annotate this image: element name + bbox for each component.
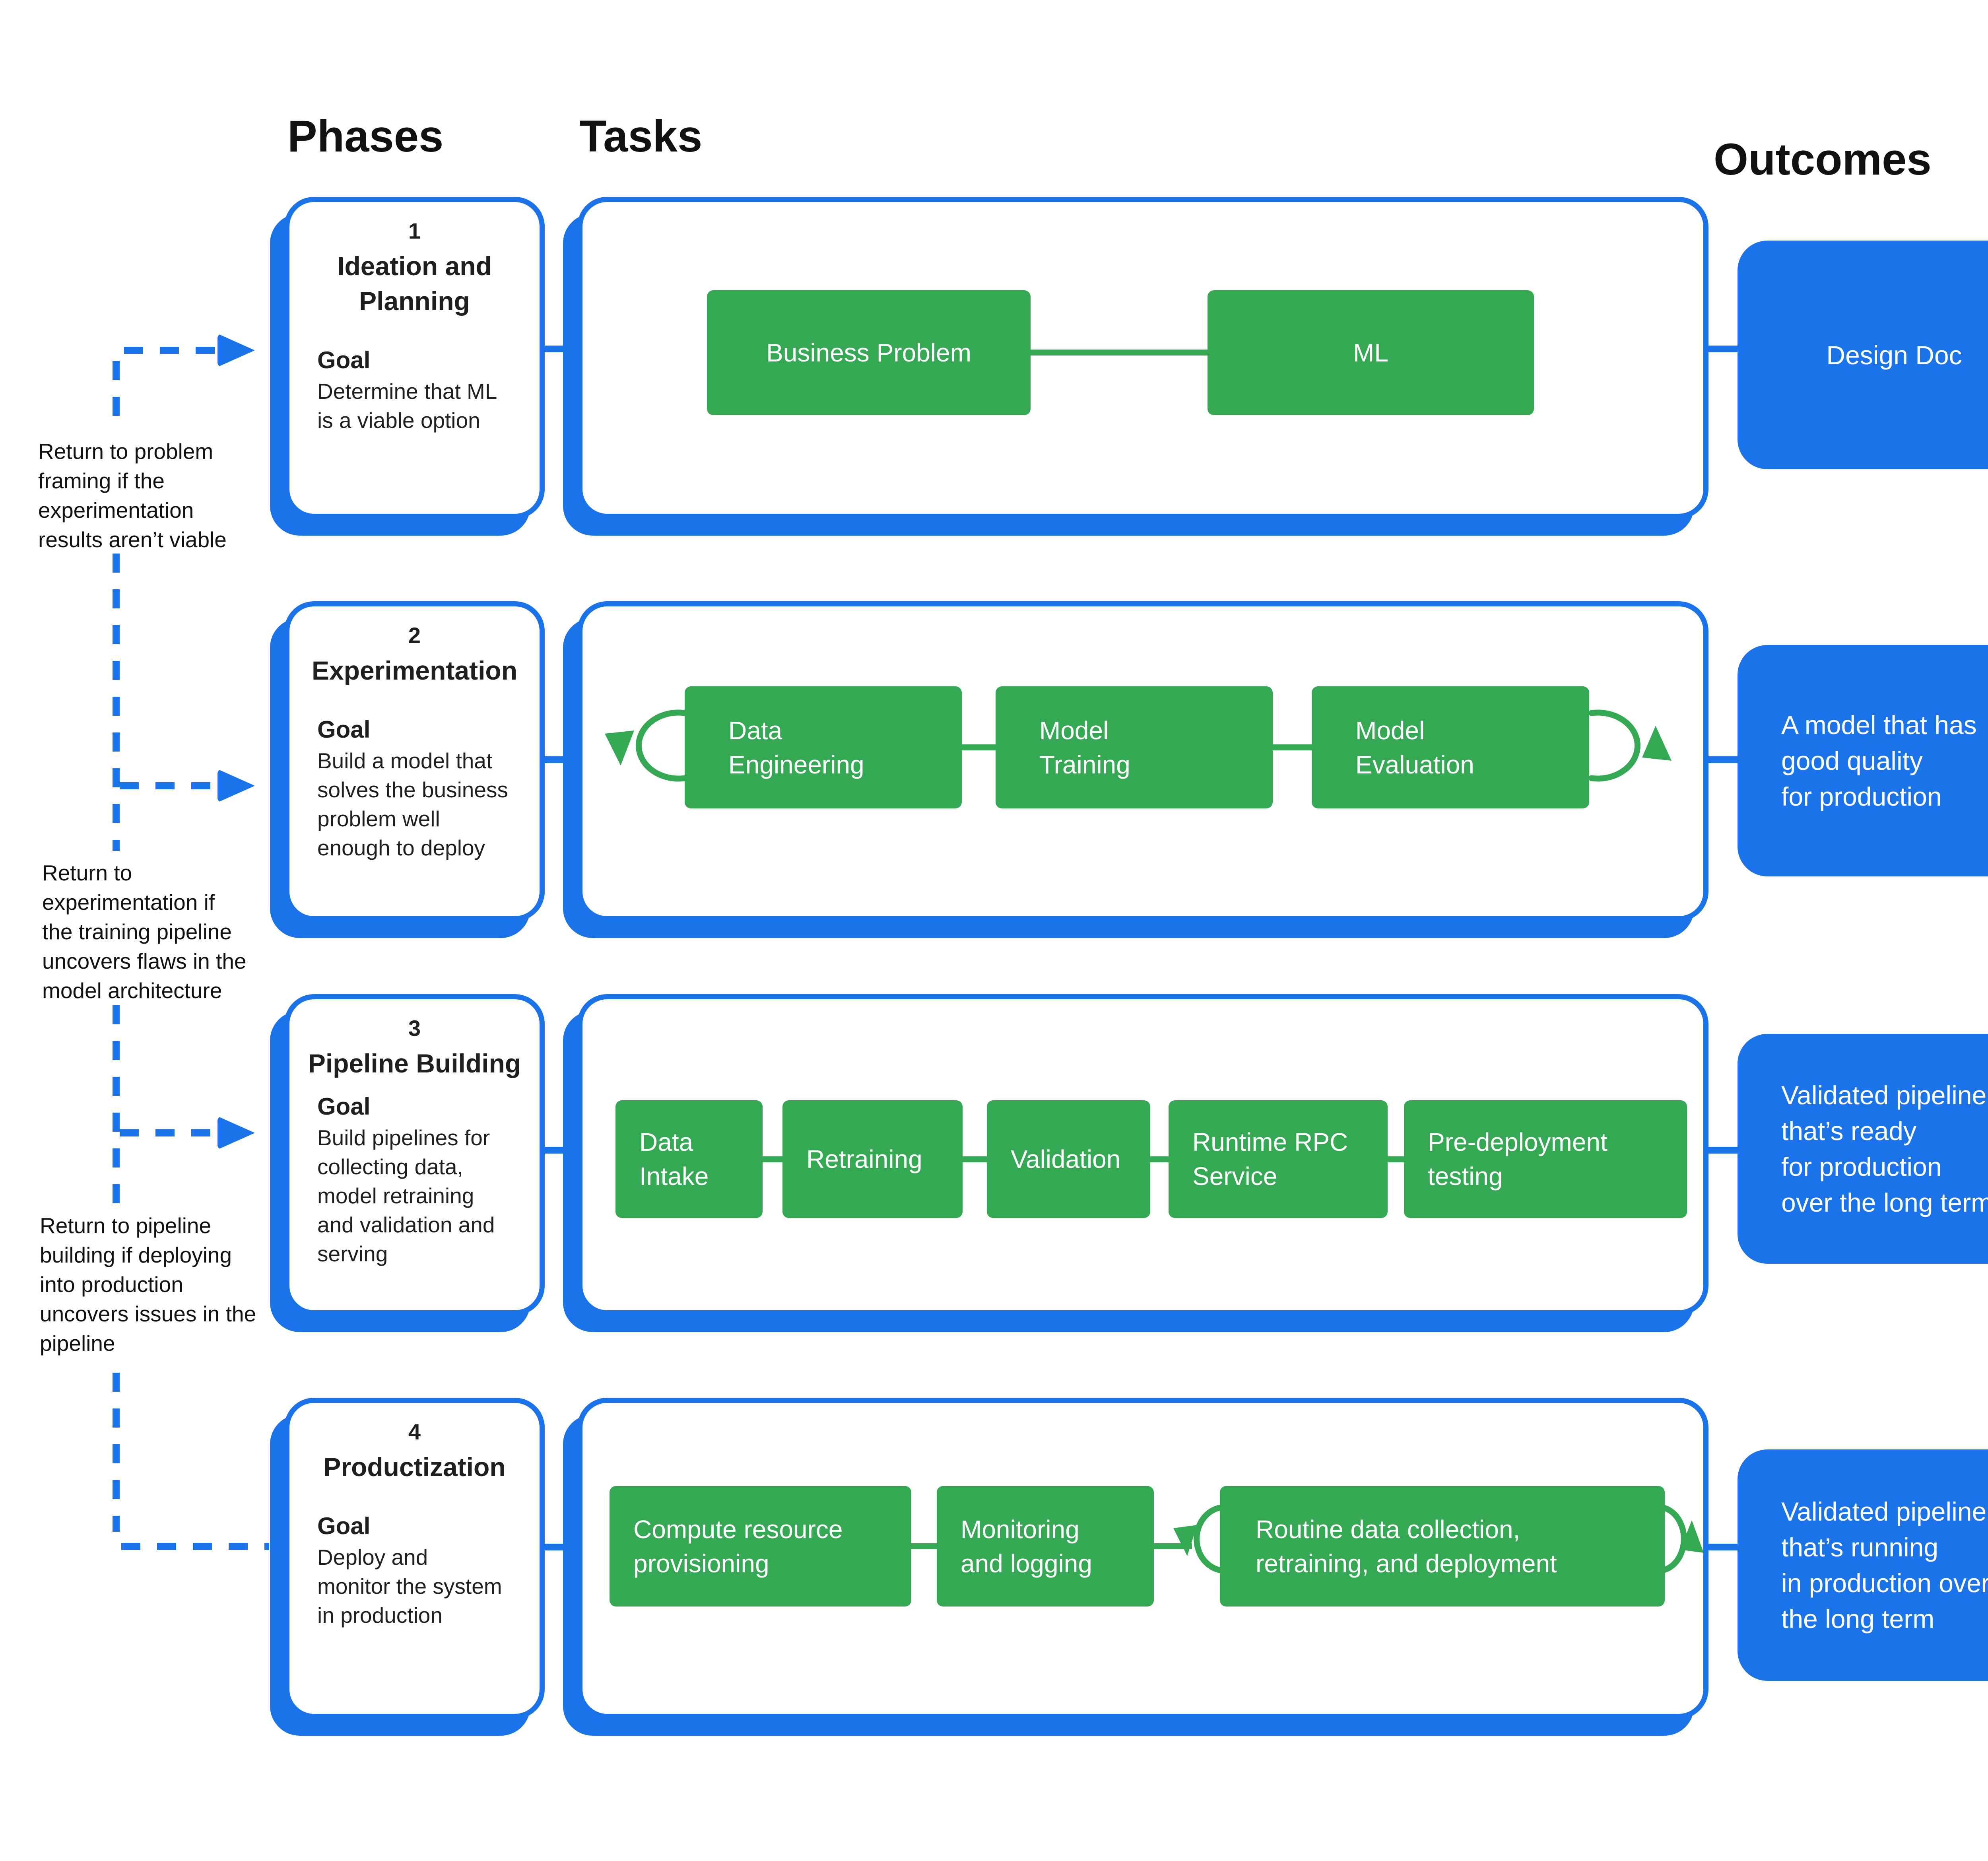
outcome-design-doc: Design Doc <box>1738 241 1988 469</box>
note-return-to-pipeline-building: Return to pipeline building if deploying… <box>40 1213 256 1356</box>
phase-number: 2 <box>408 623 421 648</box>
return-path-segment <box>113 1373 120 1532</box>
task-label: Compute resource provisioning <box>633 1515 843 1578</box>
loop-arrow-left-icon <box>1173 1504 1233 1574</box>
goal-text: Determine that ML is a viable option <box>317 379 497 433</box>
task-routine-data-collection: Routine data collection, retraining, and… <box>1220 1486 1665 1607</box>
tasks-container-1: Business Problem ML <box>577 197 1708 519</box>
tasks-outcome-connector <box>1706 1544 1740 1550</box>
task-label: ML <box>1353 338 1388 367</box>
return-path-segment <box>121 1543 269 1550</box>
task-label: Data Intake <box>639 1128 709 1191</box>
phase-title: Productization <box>323 1452 506 1482</box>
note-return-to-problem-framing: Return to problem framing if the experim… <box>38 439 227 552</box>
task-label: Runtime RPC Service <box>1192 1128 1348 1191</box>
task-connector <box>910 1543 938 1549</box>
outcomes-header: Outcomes <box>1714 134 1932 184</box>
phase-card-experimentation: 2 Experimentation Goal Build a model tha… <box>284 601 545 921</box>
task-predeployment-testing: Pre-deployment testing <box>1404 1100 1687 1218</box>
task-label: Validation <box>1011 1145 1121 1173</box>
task-retraining: Retraining <box>782 1100 963 1218</box>
tasks-container-3: Data Intake Retraining Validation Runtim… <box>577 994 1708 1315</box>
outcome-label: Design Doc <box>1826 340 1962 370</box>
return-path-segment <box>113 361 120 433</box>
note-return-to-experimentation: Return to experimentation if the trainin… <box>42 861 247 1003</box>
task-connector <box>960 744 997 750</box>
task-monitoring-and-logging: Monitoring and logging <box>937 1486 1154 1607</box>
goal-text: Build pipelines for collecting data, mod… <box>317 1125 495 1266</box>
return-arrow-to-experimentation-icon <box>217 769 255 802</box>
return-path-segment <box>120 1129 217 1136</box>
phase-card-ideation: 1 Ideation and Planning Goal Determine t… <box>284 197 545 519</box>
phase-title: Ideation and Planning <box>337 251 492 316</box>
outcome-label: Validated pipeline that’s running in pro… <box>1781 1497 1988 1634</box>
task-business-problem: Business Problem <box>707 290 1031 415</box>
phase-title: Pipeline Building <box>308 1049 521 1078</box>
outcome-validated-pipeline-ready: Validated pipeline that’s ready for prod… <box>1738 1034 1988 1264</box>
task-connector <box>1149 1156 1170 1162</box>
return-arrow-to-ideation-icon <box>217 334 255 367</box>
phase-tasks-connector <box>544 756 580 763</box>
outcome-label: Validated pipeline that’s ready for prod… <box>1781 1080 1988 1217</box>
task-ml: ML <box>1208 290 1534 415</box>
tasks-container-4: Compute resource provisioning Monitoring… <box>577 1398 1708 1719</box>
tasks-header: Tasks <box>579 111 703 161</box>
phase-number: 4 <box>408 1419 421 1444</box>
loop-arrow-right-icon <box>1588 709 1672 782</box>
task-label: Data Engineering <box>728 716 864 779</box>
task-label: Retraining <box>806 1145 922 1173</box>
task-label: Monitoring and logging <box>961 1515 1092 1578</box>
phase-title: Experimentation <box>311 656 518 685</box>
task-connector <box>1386 1156 1406 1162</box>
tasks-outcome-connector <box>1706 756 1740 763</box>
goal-label: Goal <box>317 1093 371 1120</box>
loop-arrow-left-icon <box>605 709 688 782</box>
phase-tasks-connector <box>544 1544 580 1550</box>
task-connector <box>1028 350 1211 355</box>
phase-card-productization: 4 Productization Goal Deploy and monitor… <box>284 1398 545 1719</box>
task-model-evaluation: Model Evaluation <box>1312 686 1589 808</box>
phase-number: 3 <box>408 1016 421 1041</box>
task-label: Pre-deployment testing <box>1428 1128 1607 1191</box>
goal-text: Deploy and monitor the system in product… <box>317 1545 502 1628</box>
loop-arrow-right-icon <box>1651 1504 1704 1574</box>
phase-number: 1 <box>408 218 421 243</box>
goal-label: Goal <box>317 1513 371 1539</box>
task-validation: Validation <box>987 1100 1150 1218</box>
goal-text: Build a model that solves the business p… <box>317 748 508 860</box>
tasks-container-2: Data Engineering Model Training Model Ev… <box>577 601 1708 921</box>
phases-header: Phases <box>287 111 444 161</box>
phase-card-pipeline-building: 3 Pipeline Building Goal Build pipelines… <box>284 994 545 1315</box>
task-label: Model Evaluation <box>1355 716 1474 779</box>
return-path-segment <box>120 782 217 789</box>
return-path-segment <box>124 347 217 354</box>
return-path-segment <box>113 1005 120 1205</box>
goal-label: Goal <box>317 716 371 743</box>
task-label: Routine data collection, retraining, and… <box>1256 1515 1557 1578</box>
task-label: Business Problem <box>766 338 971 367</box>
task-runtime-rpc-service: Runtime RPC Service <box>1169 1100 1388 1218</box>
task-connector <box>1271 744 1313 750</box>
outcome-model-quality: A model that has good quality for produc… <box>1738 645 1988 876</box>
task-compute-resource-provisioning: Compute resource provisioning <box>610 1486 911 1607</box>
return-arrow-to-pipeline-building-icon <box>217 1116 255 1150</box>
phase-tasks-connector <box>544 346 580 352</box>
task-connector <box>961 1156 988 1162</box>
return-path-segment <box>113 554 120 851</box>
tasks-outcome-connector <box>1706 346 1740 352</box>
task-data-engineering: Data Engineering <box>685 686 962 808</box>
tasks-outcome-connector <box>1706 1147 1740 1154</box>
outcome-label: A model that has good quality for produc… <box>1781 710 1977 811</box>
task-data-intake: Data Intake <box>615 1100 763 1218</box>
outcome-validated-pipeline-running: Validated pipeline that’s running in pro… <box>1738 1449 1988 1681</box>
task-model-training: Model Training <box>996 686 1273 808</box>
task-connector <box>761 1156 784 1162</box>
phase-tasks-connector <box>544 1147 580 1154</box>
task-label: Model Training <box>1039 716 1130 779</box>
goal-label: Goal <box>317 347 371 373</box>
